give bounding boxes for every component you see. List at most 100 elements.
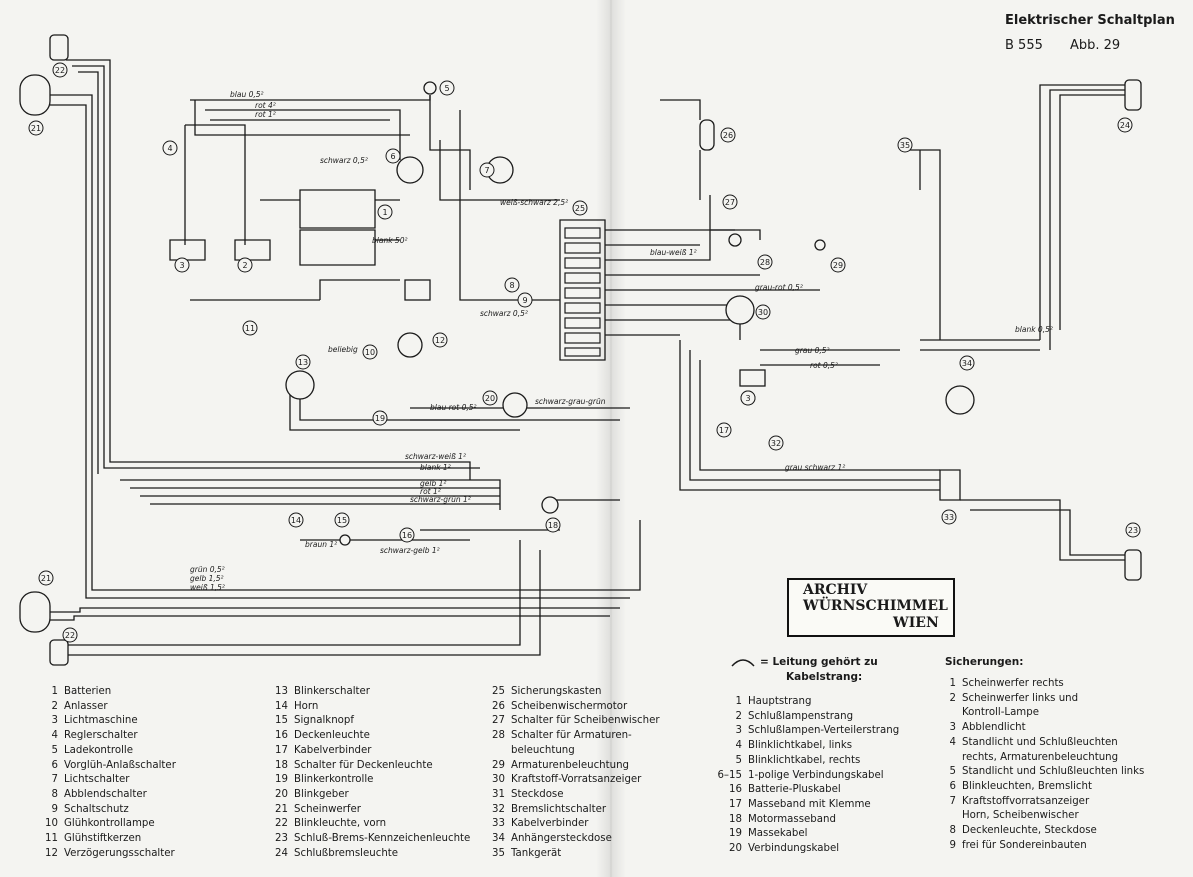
component-item-label: Bremslichtschalter [511, 803, 607, 815]
component-item-number: 18 [275, 759, 288, 771]
callout-24: 24 [1117, 117, 1133, 133]
callout-15: 15 [334, 512, 350, 528]
component-item-number: 21 [275, 803, 288, 815]
kabelstrang-item-number: 1 [735, 696, 742, 707]
component-item-number: 28 [492, 730, 505, 742]
component-item-number: 30 [492, 774, 505, 786]
svg-text:28: 28 [760, 258, 770, 267]
component-item-number: 2 [51, 700, 58, 712]
kabelstrang-item-number: 20 [729, 843, 742, 855]
kabelstrang-item-label: Verbindungskabel [748, 843, 840, 855]
wire-label-rot1b: rot 1² [420, 487, 441, 496]
component-item-label: beleuchtung [511, 744, 575, 756]
callout-34: 34 [959, 355, 975, 371]
component-item-label: Batterien [64, 686, 112, 697]
component-item-number: 5 [51, 744, 58, 756]
component-item-label: Horn [294, 700, 319, 712]
callout-10: 10 [362, 344, 378, 360]
svg-text:33: 33 [944, 513, 954, 522]
kabelstrang-item-number: 18 [729, 813, 742, 825]
sicherung-item-label: Scheinwerfer rechts [962, 678, 1064, 689]
component-item-number [485, 744, 505, 759]
wire-label-weiss15: weiß 1,5² [190, 583, 225, 592]
component-item-number: 35 [492, 847, 505, 859]
component-item-number: 17 [275, 744, 288, 756]
sicherung-item: Horn, Scheibenwischer [942, 809, 1144, 824]
component-item: 26 Scheibenwischermotor [485, 700, 660, 715]
sicherung-item-label: Kraftstoffvorratsanzeiger [962, 795, 1090, 807]
sicherung-item-number: 5 [949, 766, 956, 778]
svg-text:18: 18 [548, 521, 558, 530]
wire-label-blank1: blank 1² [420, 463, 451, 472]
wire-label-grau05: grau 0,5² [795, 346, 830, 355]
sicherung-item-number: 6 [949, 780, 956, 792]
sicherung-item-label: frei für Sondereinbauten [962, 839, 1087, 851]
svg-text:5: 5 [444, 84, 449, 93]
component-item-label: Schluß-Brems-Kennzeichenleuchte [294, 833, 471, 845]
svg-text:35: 35 [900, 141, 910, 150]
wire-label-weiss-schwarz: weiß-schwarz 2,5² [500, 198, 568, 207]
sicherung-item-number: 1 [949, 678, 956, 689]
svg-text:25: 25 [575, 204, 585, 213]
component-item-label: Armaturenbeleuchtung [511, 759, 630, 771]
kabelstrang-item-label: Blinklichtkabel, links [748, 740, 853, 752]
svg-text:11: 11 [245, 324, 255, 333]
sicherung-item: 4 Standlicht und Schlußleuchten [942, 736, 1144, 751]
component-item-label: Scheibenwischermotor [511, 700, 628, 712]
component-item-label: Anhängersteckdose [511, 833, 612, 845]
callout-27: 27 [722, 194, 738, 210]
component-item-number: 16 [275, 730, 288, 742]
callout-23: 23 [1125, 522, 1141, 538]
callout-21: 21 [28, 120, 44, 136]
sicherung-item-number: 7 [949, 795, 956, 807]
callout-7: 7 [479, 162, 495, 178]
callout-3: 3 [174, 257, 190, 273]
component-item-number: 7 [51, 774, 58, 786]
component-item-label: Steckdose [511, 788, 564, 800]
callout-2: 2 [237, 257, 253, 273]
wire-label-blau05: blau 0,5² [230, 90, 264, 99]
callout-16: 16 [399, 527, 415, 543]
callout-1: 1 [377, 204, 393, 220]
sicherung-item-number [942, 809, 956, 824]
sicherung-item: 7 Kraftstoffvorratsanzeiger [942, 795, 1144, 810]
sicherung-item-label: Standlicht und Schlußleuchten [962, 736, 1118, 748]
wire-label-rot1: rot 1² [255, 110, 276, 119]
kabelstrang-symbol [731, 659, 755, 667]
wire-label-gelb1: gelb 1² [420, 479, 446, 488]
wire-label-schwarz-weiss: schwarz-weiß 1² [405, 452, 466, 461]
component-item-number: 26 [492, 700, 505, 712]
component-item-number: 12 [45, 847, 58, 859]
component-item-number: 31 [492, 788, 505, 800]
callout-35: 35 [897, 137, 913, 153]
component-item-number: 23 [275, 833, 288, 845]
sicherung-item-number: 4 [949, 736, 956, 748]
stamp-line-2: WÜRNSCHIMMEL [803, 598, 948, 614]
kabelstrang-note: = Leitung gehört zu [760, 656, 878, 668]
wire-label-blau-weiss: blau-weiß 1² [650, 248, 697, 257]
component-item-label: Kabelverbinder [511, 818, 589, 830]
wire-label-gelb15: gelb 1,5² [190, 574, 224, 583]
component-item-number: 20 [275, 788, 288, 800]
